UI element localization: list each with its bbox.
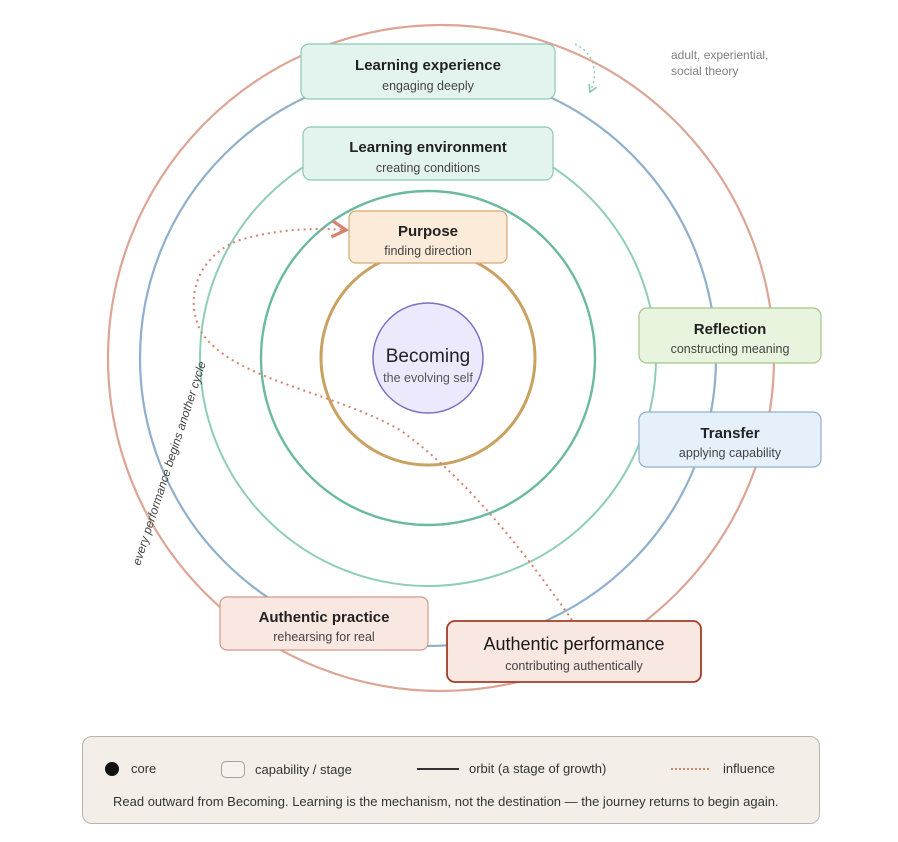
node-learning-experience[interactable]: Learning experience engaging deeply bbox=[300, 43, 556, 100]
legend-orbit: orbit (a stage of growth) bbox=[417, 761, 606, 776]
node-subtitle: applying capability bbox=[679, 446, 782, 460]
node-title: Purpose bbox=[398, 223, 458, 240]
legend-core: core bbox=[105, 761, 156, 776]
node-subtitle: creating conditions bbox=[376, 161, 480, 175]
node-transfer[interactable]: Transfer applying capability bbox=[638, 411, 822, 468]
node-title: Authentic performance bbox=[483, 634, 664, 654]
node-authentic-practice[interactable]: Authentic practice rehearsing for real bbox=[219, 596, 429, 651]
node-authentic-performance[interactable]: Authentic performance contributing authe… bbox=[446, 620, 702, 683]
node-title: Learning experience bbox=[355, 57, 501, 74]
purpose-orbit bbox=[259, 189, 597, 527]
theory-annotation-line2: social theory bbox=[671, 64, 738, 78]
node-subtitle: finding direction bbox=[384, 244, 472, 258]
theory-annotation-line1: adult, experiential, bbox=[671, 48, 768, 62]
legend-orbit-label: orbit (a stage of growth) bbox=[469, 761, 607, 776]
node-title: Authentic practice bbox=[259, 609, 390, 626]
node-purpose[interactable]: Purpose finding direction bbox=[348, 210, 508, 264]
node-subtitle: contributing authentically bbox=[505, 659, 643, 673]
influence-cycle-path bbox=[192, 219, 573, 621]
node-title: Reflection bbox=[694, 321, 767, 338]
core-circle bbox=[372, 302, 484, 414]
legend-influence-label: influence bbox=[723, 761, 776, 776]
node-subtitle: constructing meaning bbox=[671, 342, 790, 356]
node-title: Transfer bbox=[700, 425, 759, 442]
node-title: Learning environment bbox=[349, 139, 507, 156]
node-subtitle: engaging deeply bbox=[382, 79, 474, 93]
legend-influence: influence bbox=[671, 761, 775, 776]
core-title: Becoming bbox=[386, 346, 471, 367]
node-learning-environment[interactable]: Learning environment creating conditions bbox=[302, 126, 554, 181]
core-subtitle: the evolving self bbox=[383, 371, 473, 385]
legend-core-label: core bbox=[131, 761, 157, 776]
capability-swatch-icon bbox=[221, 761, 245, 778]
node-reflection[interactable]: Reflection constructing meaning bbox=[638, 307, 822, 364]
legend-capability: capability / stage bbox=[221, 761, 352, 778]
core-swatch-icon bbox=[105, 761, 119, 776]
theory-influence-arrow bbox=[574, 43, 598, 94]
influence-swatch-icon bbox=[671, 767, 709, 770]
legend-note: Read outward from Becoming. Learning is … bbox=[113, 794, 779, 809]
orbit-swatch-icon bbox=[417, 767, 459, 770]
legend-capability-label: capability / stage bbox=[255, 762, 352, 777]
node-subtitle: rehearsing for real bbox=[273, 630, 374, 644]
legend: core capability / stage orbit (a stage o… bbox=[82, 736, 820, 824]
